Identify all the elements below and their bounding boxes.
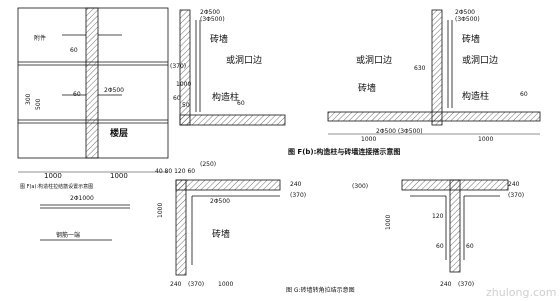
dim-240-c2: 240 (170, 281, 182, 288)
dims-top-c: 40 80 120 60 (155, 168, 195, 175)
dim-250-c: (250) (200, 161, 216, 168)
dim-60-b2: 60 (237, 100, 245, 107)
rebar-bottom-b: 2Φ500 (3Φ500) (376, 128, 423, 135)
column-c2 (449, 179, 461, 273)
dim-500: 500 (35, 98, 42, 110)
column-a (85, 7, 99, 159)
column-c1 (175, 179, 187, 276)
figure-b-title: 图 F(b):构造柱与砖墙连接搭示意图 (288, 147, 400, 156)
dim-60-c2: 60 (466, 243, 474, 250)
dim-60-b3: 60 (520, 91, 528, 98)
dim-60-c1: 60 (436, 243, 444, 250)
floor-label: 楼层 (110, 127, 128, 139)
figure-c-title: 图 G:砖墙转角拉结示意图 (286, 286, 355, 294)
figure-b-left: 2Φ500 (3Φ500) 砖墙 或洞口边 构造柱 (370) 1000 60 … (170, 9, 286, 126)
column-label-b1: 构造柱 (212, 91, 239, 103)
brick-wall-b3: 砖墙 (358, 82, 376, 94)
tag-a1: 附件 (34, 34, 46, 42)
rebar-top-b1: 2Φ500 (200, 9, 220, 16)
opening-edge-b1: 或洞口边 (226, 54, 262, 66)
wall-b1 (179, 114, 286, 126)
brick-wall-b1: 砖墙 (210, 33, 228, 45)
dim-370-c1: (370) (290, 192, 306, 199)
dim-240-c3: 240 (508, 181, 520, 188)
dim-60-a: 60 (70, 47, 78, 54)
dim-240-c1: 240 (290, 181, 302, 188)
opening-edge-b2: 或洞口边 (356, 54, 392, 66)
dim-1000-a1: 1000 (44, 172, 62, 180)
column-label-b2: 构造柱 (462, 90, 489, 102)
dim-1000-b3: 1000 (478, 136, 493, 143)
figure-a: 附件 60 60 300 500 2Φ500 楼层 1000 1000 图 F(… (17, 7, 169, 190)
dim-1000-b1: 1000 (176, 81, 191, 88)
dim-370-b1: (370) (170, 63, 186, 70)
wall-b2 (327, 111, 541, 122)
wall-c1 (175, 179, 281, 191)
brick-wall-b2: 砖墙 (462, 33, 480, 45)
dim-60-b1: 60 (173, 95, 181, 102)
dim-370-c2: (370) (188, 281, 204, 288)
dim-300-c: (300) (352, 183, 368, 190)
rebar-top-alt-b2: (3Φ500) (455, 16, 480, 23)
opening-edge-b3: 或洞口边 (462, 54, 498, 66)
rebar-top-alt-b1: (3Φ500) (200, 16, 225, 23)
dim-60-b: 60 (73, 91, 81, 98)
side-detail: 2Φ1000 钢筋一端 (40, 195, 130, 241)
dim-50-b1: 50 (182, 102, 190, 109)
dim-1000-a2: 1000 (110, 172, 128, 180)
dim-630-b: 630 (414, 65, 426, 72)
rebar-top-b2: 2Φ500 (455, 9, 475, 16)
rebar-note-a: 2Φ500 (104, 87, 124, 94)
dim-300: 300 (25, 93, 32, 105)
figure-c-left: 40 80 120 60 (250) 2Φ500 砖墙 240 (370) 10… (155, 161, 306, 288)
dim-240-c4: 240 (440, 281, 452, 288)
dim-370-c3: (370) (508, 192, 524, 199)
side-label-b: 钢筋一端 (56, 231, 80, 239)
figure-a-title: 图 F(a):构造柱拉结筋设置示意图 (20, 183, 93, 190)
dim-1000-c2: 1000 (218, 281, 233, 288)
column-b2 (431, 9, 443, 126)
rebar-c1: 2Φ500 (210, 198, 230, 205)
dim-1000-b2: 1000 (361, 136, 376, 143)
watermark-text: zhulong.com (486, 286, 556, 299)
dim-1000-c1: 1000 (157, 203, 164, 218)
dim-370-c4: (370) (458, 281, 474, 288)
dim-1000-c3: 1000 (385, 215, 392, 230)
figure-b-right: 2Φ500 (3Φ500) 砖墙 或洞口边 或洞口边 砖墙 构造柱 630 60… (327, 9, 541, 143)
brick-wall-c1: 砖墙 (212, 228, 230, 240)
dim-120-c: 120 (432, 213, 444, 220)
side-label-a: 2Φ1000 (70, 195, 94, 202)
figure-c-right: (300) 240 (370) 120 60 60 1000 240 (370) (352, 179, 524, 288)
